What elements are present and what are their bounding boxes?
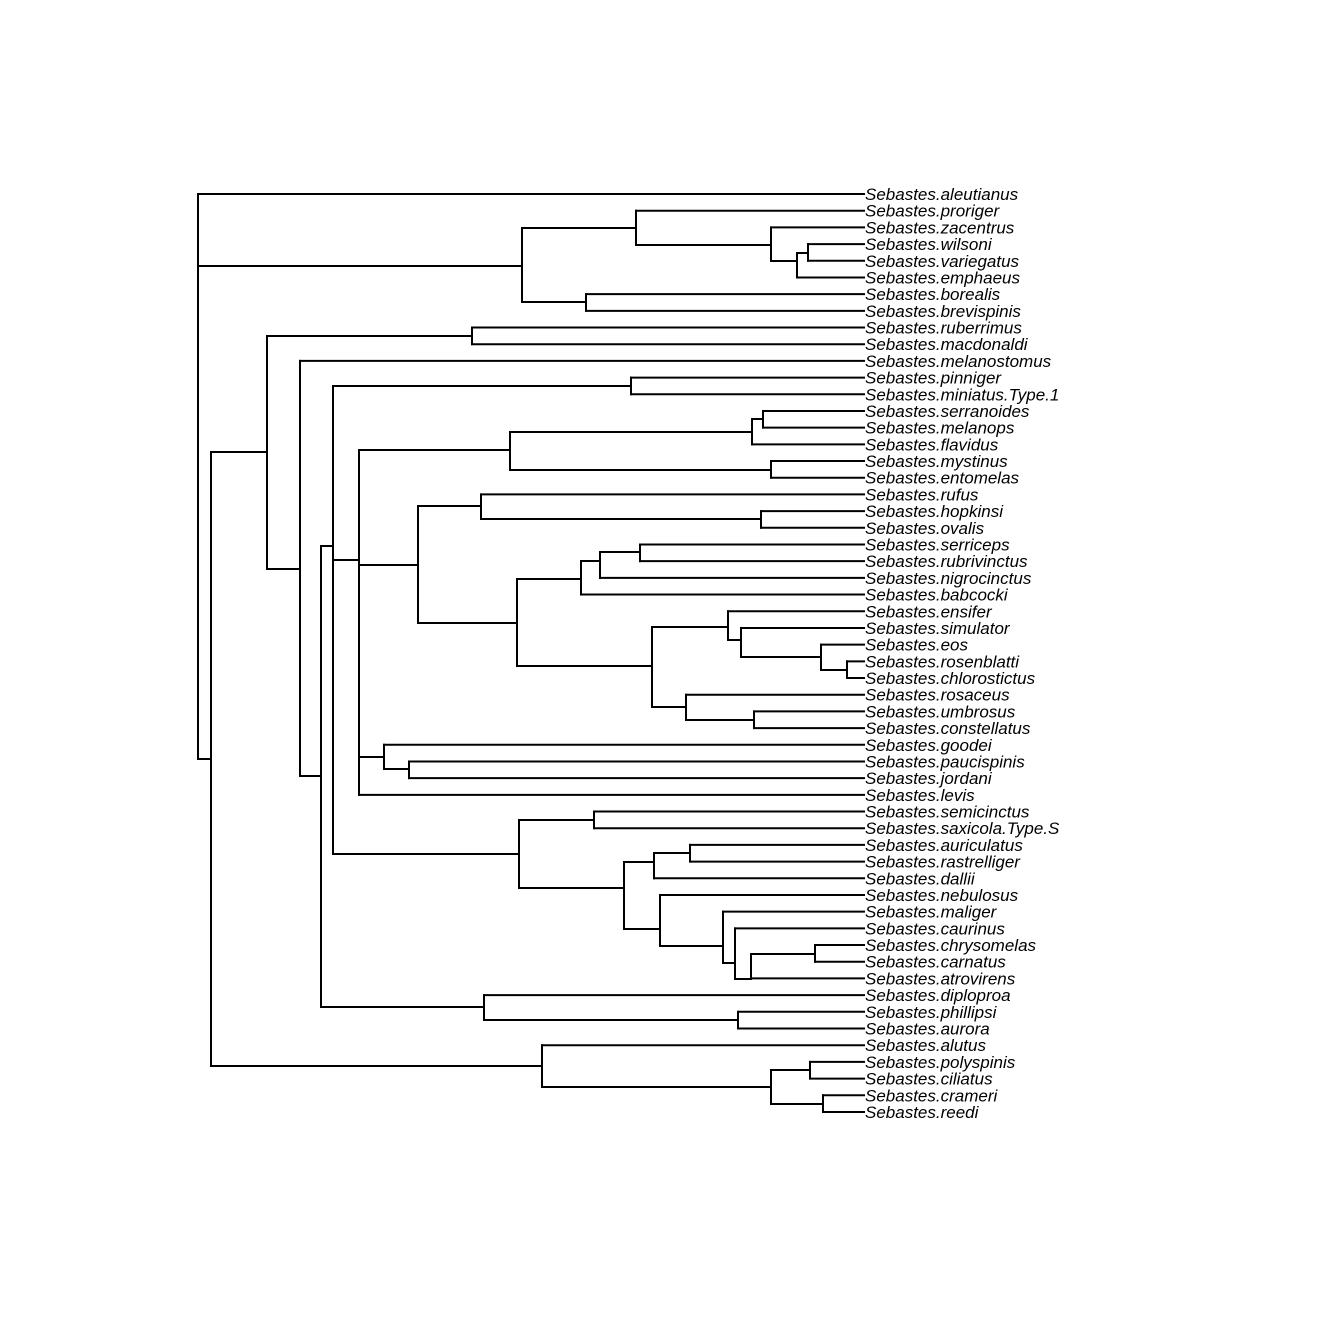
tip-label: Sebastes.caurinus (865, 919, 1005, 938)
tip-label: Sebastes.jordani (865, 769, 993, 788)
tip-label: Sebastes.rastrelliger (865, 853, 1021, 872)
tip-label: Sebastes.simulator (865, 619, 1011, 638)
tip-label: Sebastes.nigrocinctus (865, 569, 1032, 588)
tip-label: Sebastes.dallii (865, 869, 976, 888)
tip-labels: Sebastes.aleutianusSebastes.prorigerSeba… (865, 185, 1060, 1122)
tip-label: Sebastes.constellatus (865, 719, 1031, 738)
tip-label: Sebastes.aurora (865, 1020, 990, 1039)
tip-label: Sebastes.melanops (865, 419, 1015, 438)
tip-label: Sebastes.ciliatus (865, 1070, 993, 1089)
tip-label: Sebastes.alutus (865, 1036, 986, 1055)
tip-label: Sebastes.goodei (865, 736, 993, 755)
tip-label: Sebastes.saxicola.Type.S (865, 819, 1060, 838)
tip-label: Sebastes.entomelas (865, 469, 1020, 488)
tip-label: Sebastes.proriger (865, 202, 1001, 221)
tip-label: Sebastes.chlorostictus (865, 669, 1036, 688)
tip-label: Sebastes.maliger (865, 903, 998, 922)
tip-label: Sebastes.carnatus (865, 953, 1006, 972)
tip-label: Sebastes.atrovirens (865, 969, 1016, 988)
tip-label: Sebastes.emphaeus (865, 268, 1020, 287)
tip-label: Sebastes.umbrosus (865, 702, 1016, 721)
tip-label: Sebastes.ensifer (865, 602, 993, 621)
tip-label: Sebastes.auriculatus (865, 836, 1023, 855)
tip-label: Sebastes.rufus (865, 485, 979, 504)
tip-label: Sebastes.serranoides (865, 402, 1030, 421)
tip-label: Sebastes.brevispinis (865, 302, 1021, 321)
tip-label: Sebastes.macdonaldi (865, 335, 1029, 354)
tip-label: Sebastes.pinniger (865, 369, 1002, 388)
tip-label: Sebastes.miniatus.Type.1 (865, 385, 1059, 404)
tip-label: Sebastes.hopkinsi (865, 502, 1004, 521)
tip-label: Sebastes.chrysomelas (865, 936, 1037, 955)
tip-label: Sebastes.reedi (865, 1103, 980, 1122)
tip-label: Sebastes.flavidus (865, 435, 999, 454)
tip-label: Sebastes.ruberrimus (865, 319, 1022, 338)
tip-label: Sebastes.wilsoni (865, 235, 993, 254)
tip-label: Sebastes.eos (865, 636, 969, 655)
tip-label: Sebastes.variegatus (865, 252, 1020, 271)
tip-label: Sebastes.rosenblatti (865, 652, 1020, 671)
tip-label: Sebastes.mystinus (865, 452, 1008, 471)
tip-label: Sebastes.crameri (865, 1086, 998, 1105)
tip-label: Sebastes.rubrivinctus (865, 552, 1028, 571)
tip-label: Sebastes.nebulosus (865, 886, 1019, 905)
tip-label: Sebastes.levis (865, 786, 975, 805)
tip-label: Sebastes.diploproa (865, 986, 1011, 1005)
tip-label: Sebastes.polyspinis (865, 1053, 1016, 1072)
tip-label: Sebastes.borealis (865, 285, 1001, 304)
tip-label: Sebastes.rosaceus (865, 686, 1010, 705)
tip-label: Sebastes.semicinctus (865, 803, 1030, 822)
tip-label: Sebastes.paucispinis (865, 752, 1025, 771)
tip-label: Sebastes.zacentrus (865, 218, 1015, 237)
tip-label: Sebastes.ovalis (865, 519, 985, 538)
tip-label: Sebastes.phillipsi (865, 1003, 998, 1022)
tip-label: Sebastes.serriceps (865, 535, 1010, 554)
tree-branches (197, 193, 865, 1113)
tip-label: Sebastes.babcocki (865, 586, 1009, 605)
tip-label: Sebastes.aleutianus (865, 185, 1019, 204)
tip-label: Sebastes.melanostomus (865, 352, 1052, 371)
